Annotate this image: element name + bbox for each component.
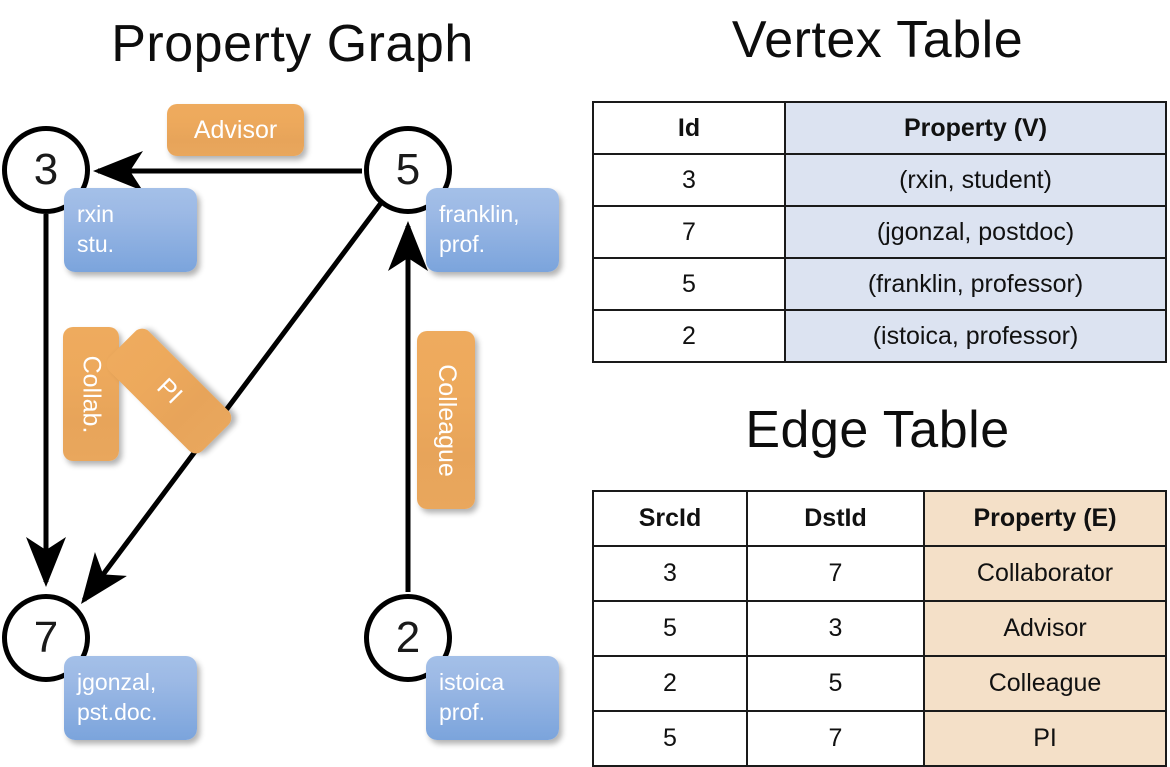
vertex-table-cell-property: (jgonzal, postdoc) (784, 205, 1167, 259)
edge-label-collab: Collab. (63, 327, 119, 461)
edge-table-cell-property: Colleague (923, 655, 1167, 712)
page-title-property-graph: Property Graph (111, 15, 474, 73)
vertex-table-cell-property: (rxin, student) (784, 153, 1167, 207)
table-row: 5 7 PI (592, 710, 1167, 767)
edge-table-cell-dstid: 3 (746, 600, 925, 657)
edge-label-advisor: Advisor (167, 104, 304, 156)
vertex-node-5[interactable]: 5 (364, 126, 452, 214)
table-row: 7 (jgonzal, postdoc) (592, 205, 1167, 259)
table-header-row: Id Property (V) (592, 101, 1167, 155)
graph-edge-arrows (26, 151, 428, 605)
table-row: 2 5 Colleague (592, 655, 1167, 712)
page-title-vertex-table: Vertex Table (731, 11, 1024, 69)
vertex-table-cell-id: 2 (592, 309, 786, 363)
vertex-table-cell-id: 5 (592, 257, 786, 311)
edge-table-cell-property: Advisor (923, 600, 1167, 657)
vertex-table-header-property: Property (V) (784, 101, 1167, 155)
table-row: 3 7 Collaborator (592, 545, 1167, 602)
edge-label-colleague: Colleague (417, 331, 475, 509)
vertex-table-cell-property: (franklin, professor) (784, 257, 1167, 311)
edge-table-cell-srcid: 2 (592, 655, 748, 712)
edge-label-advisor-text: Advisor (193, 115, 278, 144)
vertex-property-role-2: prof. (439, 699, 486, 726)
edge-arrow-5-to-7 (81, 201, 384, 605)
edge-table-cell-property: PI (923, 710, 1167, 767)
vertex-property-box-2: istoica prof. (426, 656, 559, 740)
vertex-table: Id Property (V) 3 (rxin, student) 7 (jgo… (592, 101, 1167, 363)
edge-table-cell-dstid: 5 (746, 655, 925, 712)
table-header-row: SrcId DstId Property (E) (592, 490, 1167, 547)
edge-table-header-property: Property (E) (923, 490, 1167, 547)
vertex-property-role-5: prof. (439, 231, 486, 258)
vertex-table-cell-id: 7 (592, 205, 786, 259)
vertex-property-role-7: pst.doc. (77, 699, 158, 726)
vertex-property-name-3: rxin (77, 201, 115, 227)
vertex-property-name-2: istoica (439, 669, 505, 695)
edge-label-colleague-text: Colleague (432, 363, 461, 477)
vertex-property-role-3: stu. (77, 231, 115, 258)
table-row: 3 (rxin, student) (592, 153, 1167, 207)
edge-table-cell-property: Collaborator (923, 545, 1167, 602)
edge-label-collab-text: Collab. (77, 355, 106, 433)
edge-table-cell-dstid: 7 (746, 545, 925, 602)
table-row: 5 3 Advisor (592, 600, 1167, 657)
edge-table-cell-srcid: 3 (592, 545, 748, 602)
edge-label-pi-text: PI (151, 372, 188, 409)
vertex-table-cell-property: (istoica, professor) (784, 309, 1167, 363)
edge-table-cell-srcid: 5 (592, 710, 748, 767)
edge-table-header-dstid: DstId (746, 490, 925, 547)
vertex-property-name-5: franklin, (439, 201, 520, 227)
page-title-edge-table: Edge Table (745, 401, 1010, 459)
table-row: 2 (istoica, professor) (592, 309, 1167, 363)
vertex-node-2[interactable]: 2 (364, 594, 452, 682)
edge-table-cell-dstid: 7 (746, 710, 925, 767)
vertex-table-header-id: Id (592, 101, 786, 155)
vertex-table-cell-id: 3 (592, 153, 786, 207)
table-row: 5 (franklin, professor) (592, 257, 1167, 311)
edge-table-header-srcid: SrcId (592, 490, 748, 547)
property-graph-diagram: 3 5 7 2 rxin stu. franklin, prof. jgonza… (0, 0, 585, 760)
edge-table-cell-srcid: 5 (592, 600, 748, 657)
vertex-property-box-5: franklin, prof. (426, 188, 559, 272)
edge-table: SrcId DstId Property (E) 3 7 Collaborato… (592, 490, 1167, 767)
vertex-property-box-7: jgonzal, pst.doc. (64, 656, 197, 740)
vertex-property-name-7: jgonzal, (77, 669, 157, 695)
vertex-property-box-3: rxin stu. (64, 188, 197, 272)
